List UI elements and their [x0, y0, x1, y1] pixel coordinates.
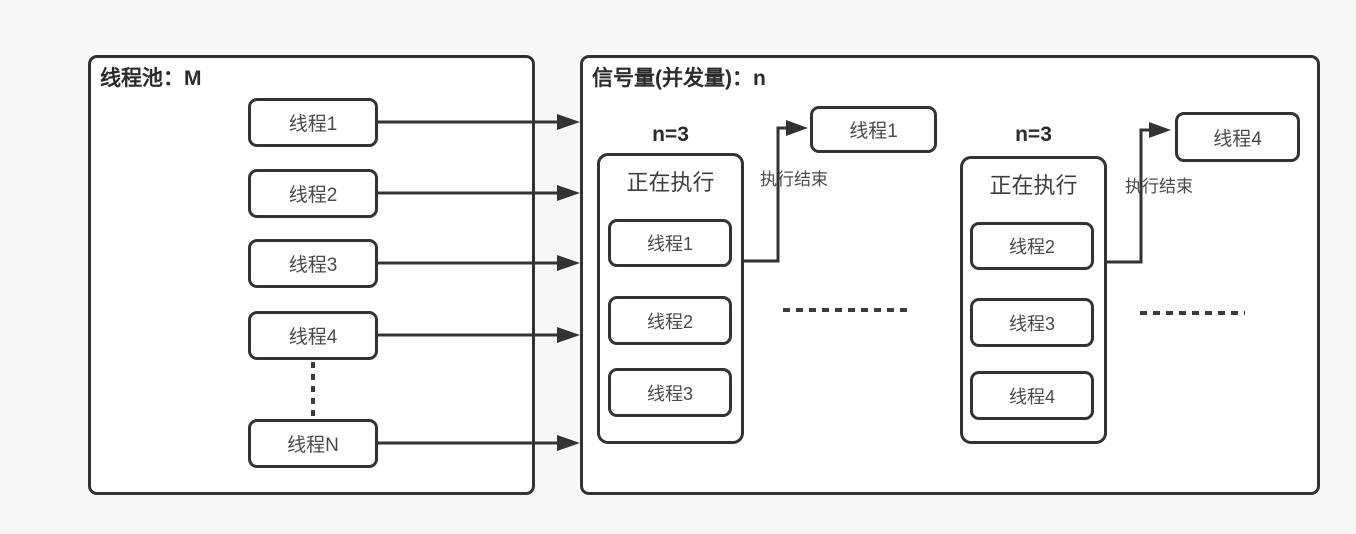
running-thread-label: 线程4: [1008, 386, 1055, 407]
finish-elbow-arrow: [744, 126, 786, 263]
pool-thread-label: 线程N: [287, 435, 339, 456]
finished-thread-box: 线程1: [810, 106, 937, 153]
running-thread-box: 线程2: [970, 222, 1094, 270]
arrowhead-icon: [1149, 122, 1171, 138]
thread-pool-title: 线程池：M: [100, 67, 202, 90]
running-thread-box: 线程1: [608, 219, 732, 267]
finished-thread-box: 线程4: [1175, 112, 1300, 162]
finished-thread-label: 线程4: [1213, 128, 1262, 150]
arrowhead-icon: [557, 114, 580, 130]
pool-thread-label: 线程1: [288, 114, 338, 135]
pool-thread-box: 线程3: [248, 239, 378, 288]
running-title: 正在执行: [626, 170, 715, 195]
arrowhead-icon: [557, 185, 580, 201]
running-thread-label: 线程3: [1008, 313, 1055, 334]
running-thread-box: 线程2: [608, 296, 732, 345]
pool-thread-label: 线程2: [288, 185, 338, 206]
running-thread-label: 线程3: [646, 383, 693, 404]
running-title: 正在执行: [989, 173, 1078, 198]
pool-thread-box: 线程1: [248, 98, 378, 147]
arrowhead-icon: [557, 327, 580, 343]
pool-thread-label: 线程3: [288, 255, 338, 276]
running-thread-box: 线程3: [608, 368, 732, 417]
n-equals-label: n=3: [1015, 123, 1052, 146]
arrowhead-icon: [557, 435, 580, 451]
running-thread-box: 线程3: [970, 298, 1094, 347]
pool-thread-box: 线程4: [248, 311, 378, 360]
running-thread-box: 线程4: [970, 371, 1094, 420]
pool-thread-box: 线程N: [248, 419, 378, 468]
running-thread-label: 线程1: [646, 234, 693, 254]
running-thread-label: 线程2: [1008, 237, 1055, 257]
semaphore-title: 信号量(并发量)：n: [592, 67, 766, 90]
finish-elbow-arrow: [1107, 128, 1149, 264]
running-thread-label: 线程2: [646, 311, 693, 332]
pool-thread-box: 线程2: [248, 169, 378, 218]
arrowhead-icon: [557, 255, 580, 271]
n-equals-label: n=3: [652, 123, 689, 146]
finished-thread-label: 线程1: [849, 121, 898, 142]
pool-thread-label: 线程4: [288, 327, 338, 348]
arrowhead-icon: [786, 120, 808, 136]
